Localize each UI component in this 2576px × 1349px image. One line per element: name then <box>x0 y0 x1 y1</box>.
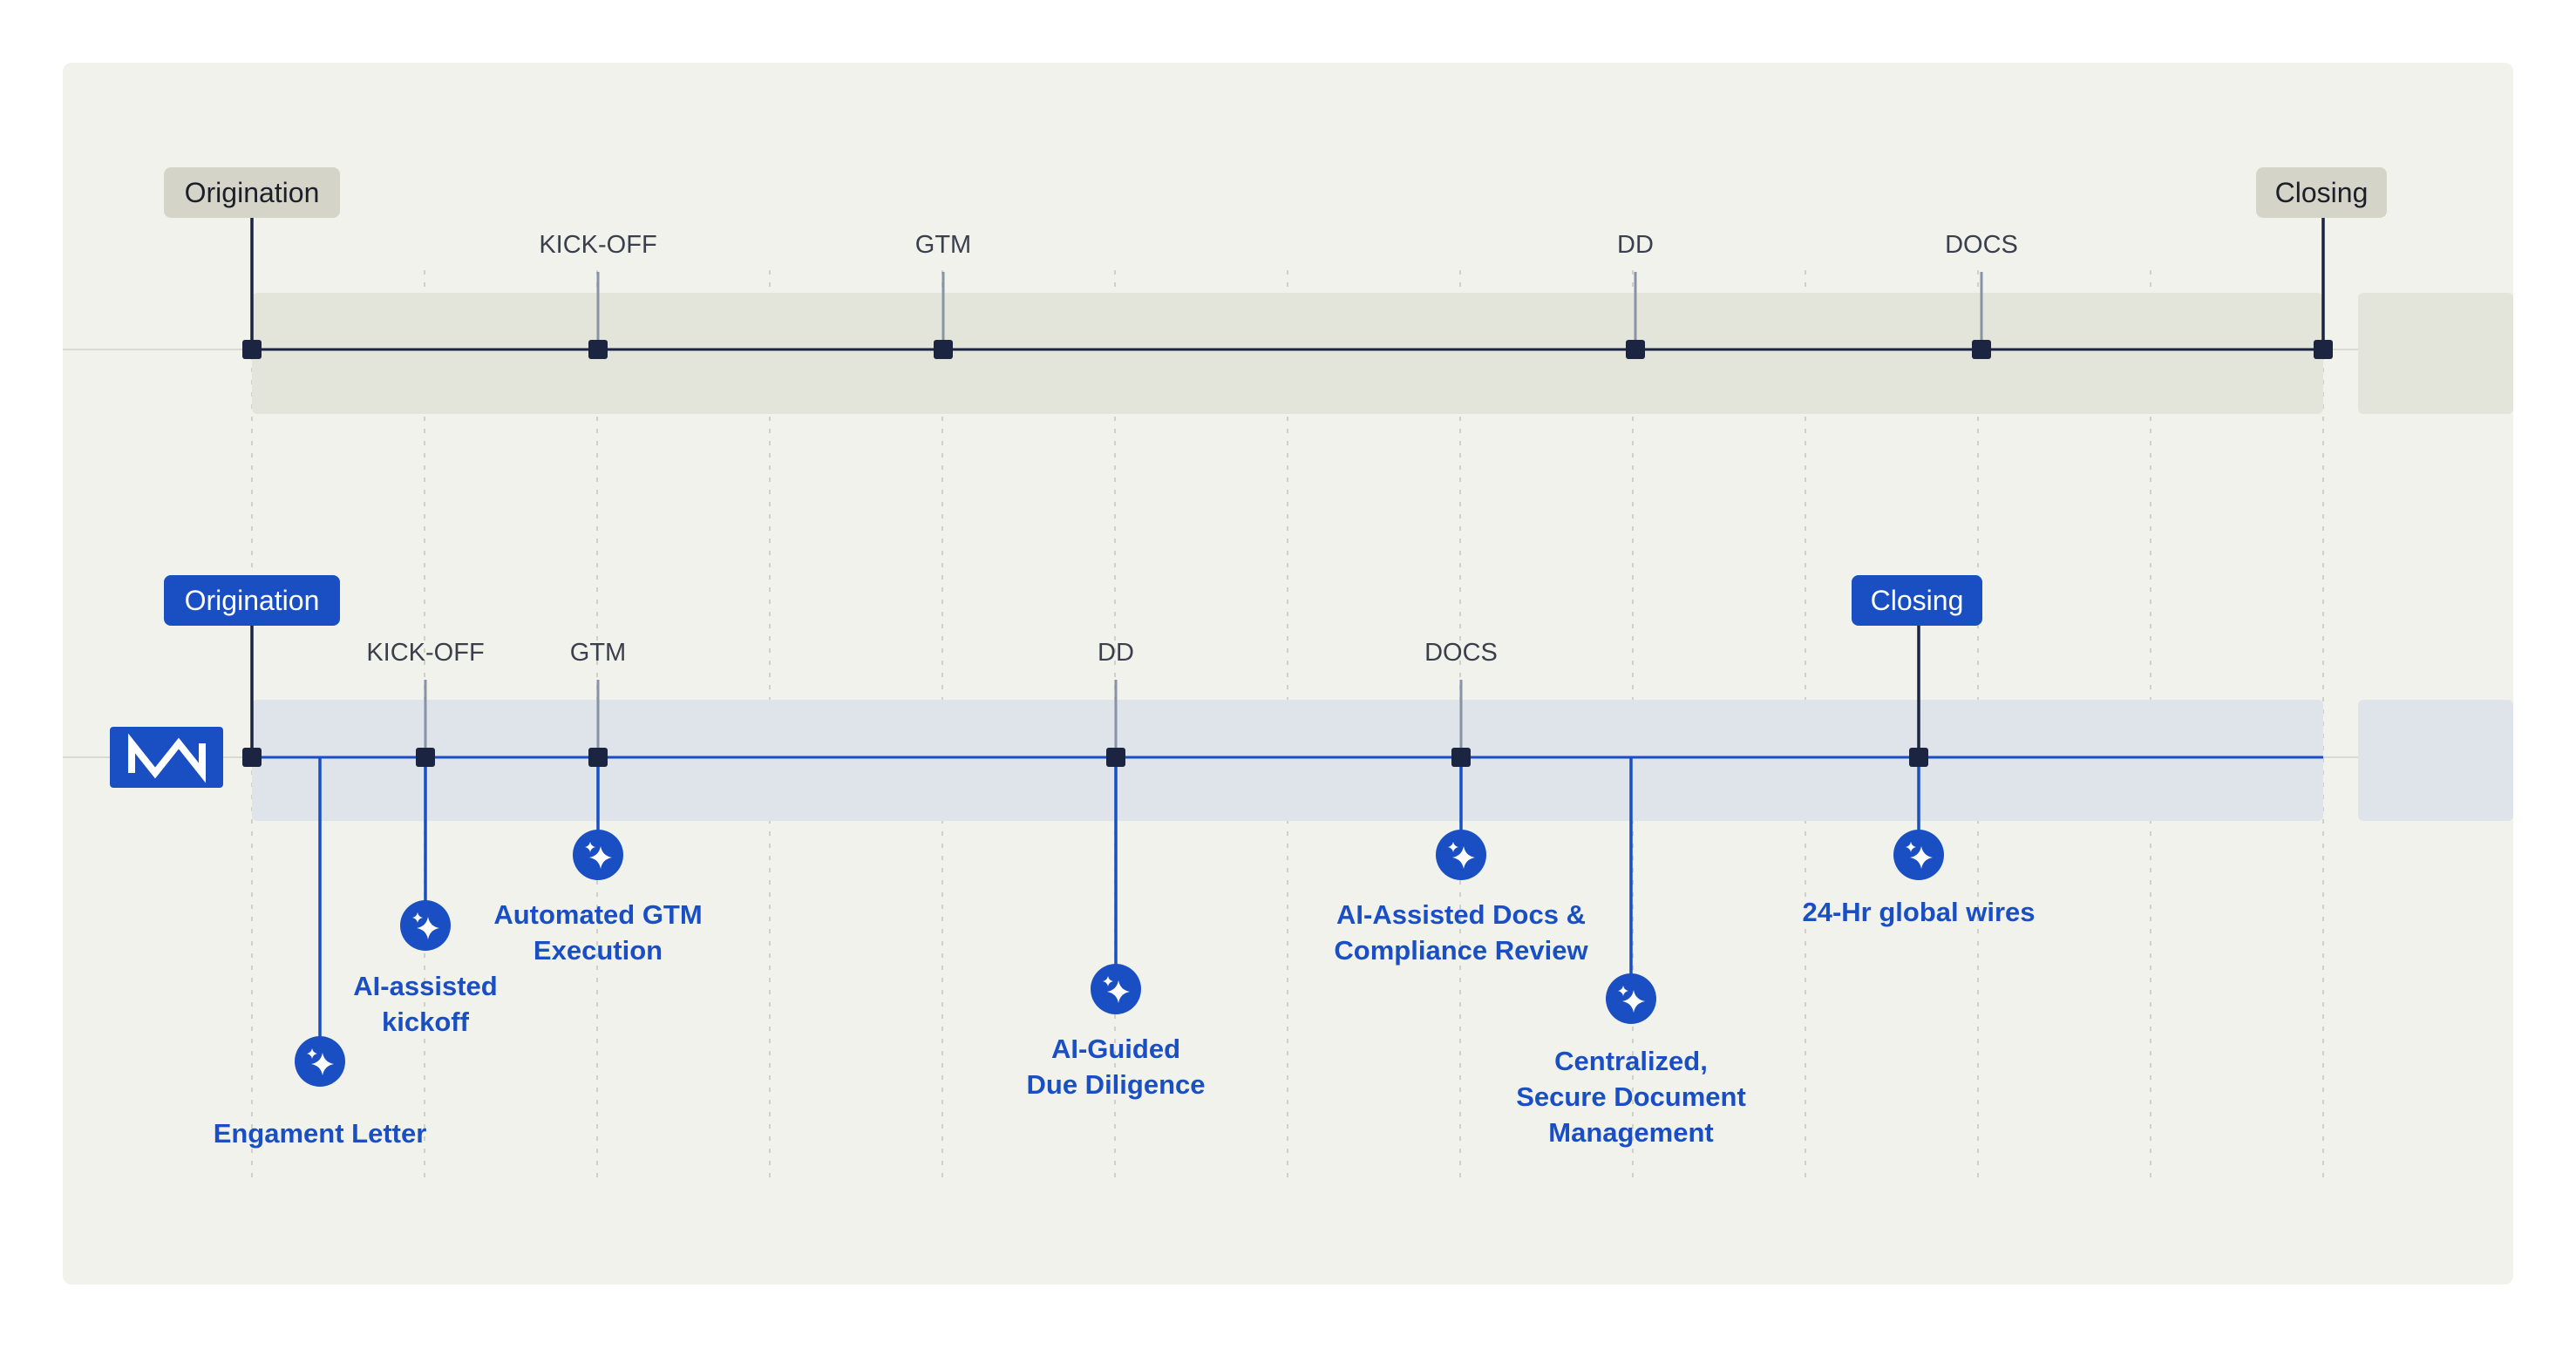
feature-label: Engament Letter <box>214 1118 427 1149</box>
feature-label-line: Engament Letter <box>214 1118 427 1149</box>
sparkle-icon <box>1893 830 1944 880</box>
accelerated-milestone-label: GTM <box>570 639 626 667</box>
sparkle-icon-star <box>589 846 612 869</box>
accelerated-milestone-label: KICK-OFF <box>366 639 484 667</box>
traditional-start-pill: Origination <box>164 167 340 218</box>
traditional-start-pill-text: Origination <box>185 177 320 208</box>
traditional-end-pill: Closing <box>2256 167 2387 218</box>
sparkle-icon-star-small <box>1103 976 1113 986</box>
feature-label-line: Management <box>1548 1117 1713 1148</box>
sparkle-icon-star-small <box>307 1048 317 1059</box>
sparkle-icon-star <box>1910 846 1933 869</box>
accelerated-start-pill-text: Origination <box>185 585 320 616</box>
accelerated-milestone-label: DOCS <box>1424 639 1498 667</box>
traditional-node <box>2314 340 2333 359</box>
feature-label: Automated GTM Execution <box>493 899 702 966</box>
feature-label-line: AI-Assisted Docs & <box>1336 899 1586 930</box>
accelerated-node <box>588 748 608 767</box>
sparkle-icon-star-small <box>1906 842 1916 852</box>
sparkle-icon-star <box>311 1053 334 1075</box>
feature-label: AI-assisted kickoff <box>353 971 497 1037</box>
sparkle-icon <box>400 900 451 951</box>
traditional-band <box>252 293 2323 414</box>
accelerated-start-pill: Origination <box>164 575 340 626</box>
brand-logo-mark <box>128 733 206 783</box>
traditional-milestone-label: DOCS <box>1945 231 2018 259</box>
accelerated-milestone-label: DD <box>1098 639 1134 667</box>
sparkle-icon-star <box>1452 846 1475 869</box>
sparkle-icon-star <box>1107 980 1130 1003</box>
sparkle-icon-star-small <box>412 912 423 923</box>
sparkle-icon-star-small <box>585 842 595 852</box>
feature-label-line: AI-Guided <box>1051 1034 1180 1064</box>
accelerated-start-pill-bg <box>164 575 340 626</box>
feature-label-line: AI-assisted <box>353 971 497 1001</box>
accelerated-node <box>1909 748 1928 767</box>
traditional-node <box>934 340 953 359</box>
feature-label-line: Execution <box>534 935 663 966</box>
traditional-start-pill-bg <box>164 167 340 218</box>
feature-label-line: 24-Hr global wires <box>1802 897 2035 927</box>
accelerated-end-pill: Closing <box>1852 575 1982 626</box>
traditional-end-pill-bg <box>2256 167 2387 218</box>
accelerated-band <box>252 700 2323 821</box>
feature-label-line: Automated GTM <box>493 899 702 930</box>
feature-label-line: Centralized, <box>1554 1046 1708 1076</box>
sparkle-icon-star <box>417 917 439 939</box>
accelerated-node <box>1106 748 1125 767</box>
sparkle-icon <box>1091 964 1141 1014</box>
accelerated-node <box>1451 748 1471 767</box>
traditional-node <box>242 340 262 359</box>
feature-label-line: Secure Document <box>1516 1081 1746 1112</box>
feature-label: 24-Hr global wires <box>1802 897 2035 927</box>
sparkle-icon <box>295 1036 345 1087</box>
traditional-node <box>588 340 608 359</box>
sparkle-icon <box>1436 830 1486 880</box>
traditional-node <box>1626 340 1645 359</box>
accelerated-node <box>416 748 435 767</box>
sparkle-icon-star-small <box>1448 842 1458 852</box>
sparkle-icon <box>573 830 623 880</box>
accelerated-end-pill-text: Closing <box>1871 585 1964 616</box>
accelerated-end-pill-bg <box>1852 575 1982 626</box>
sparkle-icon-star-small <box>1618 986 1628 996</box>
traditional-node <box>1972 340 1991 359</box>
traditional-end-pill-text: Closing <box>2275 177 2369 208</box>
traditional-band-overflow <box>2358 293 2513 414</box>
brand-logo-icon <box>110 727 223 788</box>
feature-label-line: Compliance Review <box>1334 935 1588 966</box>
accelerated-node <box>242 748 262 767</box>
feature-label: AI-Assisted Docs & Compliance Review <box>1334 899 1588 966</box>
traditional-milestone-label: DD <box>1617 231 1654 259</box>
traditional-milestone-label: GTM <box>915 231 971 259</box>
feature-label-line: kickoff <box>382 1007 470 1037</box>
traditional-milestone-label: KICK-OFF <box>539 231 656 259</box>
sparkle-icon-star <box>1622 990 1645 1013</box>
accelerated-band-overflow <box>2358 700 2513 821</box>
sparkle-icon <box>1606 973 1656 1024</box>
feature-label-line: Due Diligence <box>1027 1069 1206 1100</box>
